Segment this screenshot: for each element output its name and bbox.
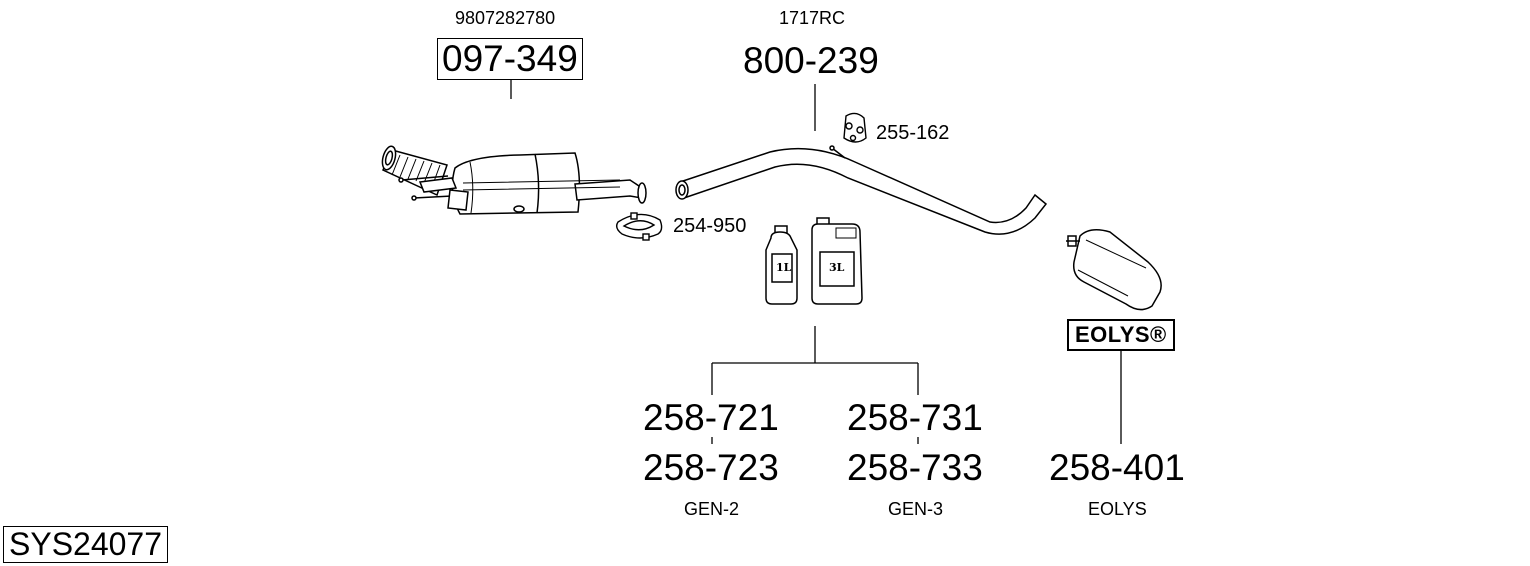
gen3-caption: GEN-3 <box>888 499 944 519</box>
pipe-part-number[interactable]: 800-239 <box>743 40 879 81</box>
pipe-oe-reference: 1717RC <box>779 8 846 28</box>
dpf-oe-reference: 9807282780 <box>455 8 556 28</box>
gen2-part-number-1[interactable]: 258-721 <box>643 397 779 438</box>
gen3-part-number-2[interactable]: 258-733 <box>847 447 983 488</box>
clamp-illustration <box>615 212 663 241</box>
pipe-illustration <box>675 145 1048 235</box>
eolys-caption: EOLYS <box>1088 499 1147 519</box>
dpf-illustration <box>381 145 647 215</box>
dpf-part-number[interactable]: 097-349 <box>437 38 583 80</box>
hanger-part-number[interactable]: 255-162 <box>876 122 950 144</box>
can-volume-label: 3L <box>829 261 845 274</box>
clamp-part-number[interactable]: 254-950 <box>673 215 747 237</box>
hanger-illustration <box>843 112 867 143</box>
bottle-volume-label: 1L <box>776 261 792 274</box>
gen3-part-number-1[interactable]: 258-731 <box>847 397 983 438</box>
gen2-part-number-2[interactable]: 258-723 <box>643 447 779 488</box>
eolys-part-number[interactable]: 258-401 <box>1049 447 1185 488</box>
system-code: SYS24077 <box>3 526 169 563</box>
gen2-caption: GEN-2 <box>684 499 740 519</box>
eolys-tank-illustration <box>1066 229 1162 311</box>
additive-3l-can <box>811 217 863 305</box>
eolys-badge: EOLYS® <box>1067 319 1175 351</box>
additive-1l-bottle <box>765 225 798 305</box>
